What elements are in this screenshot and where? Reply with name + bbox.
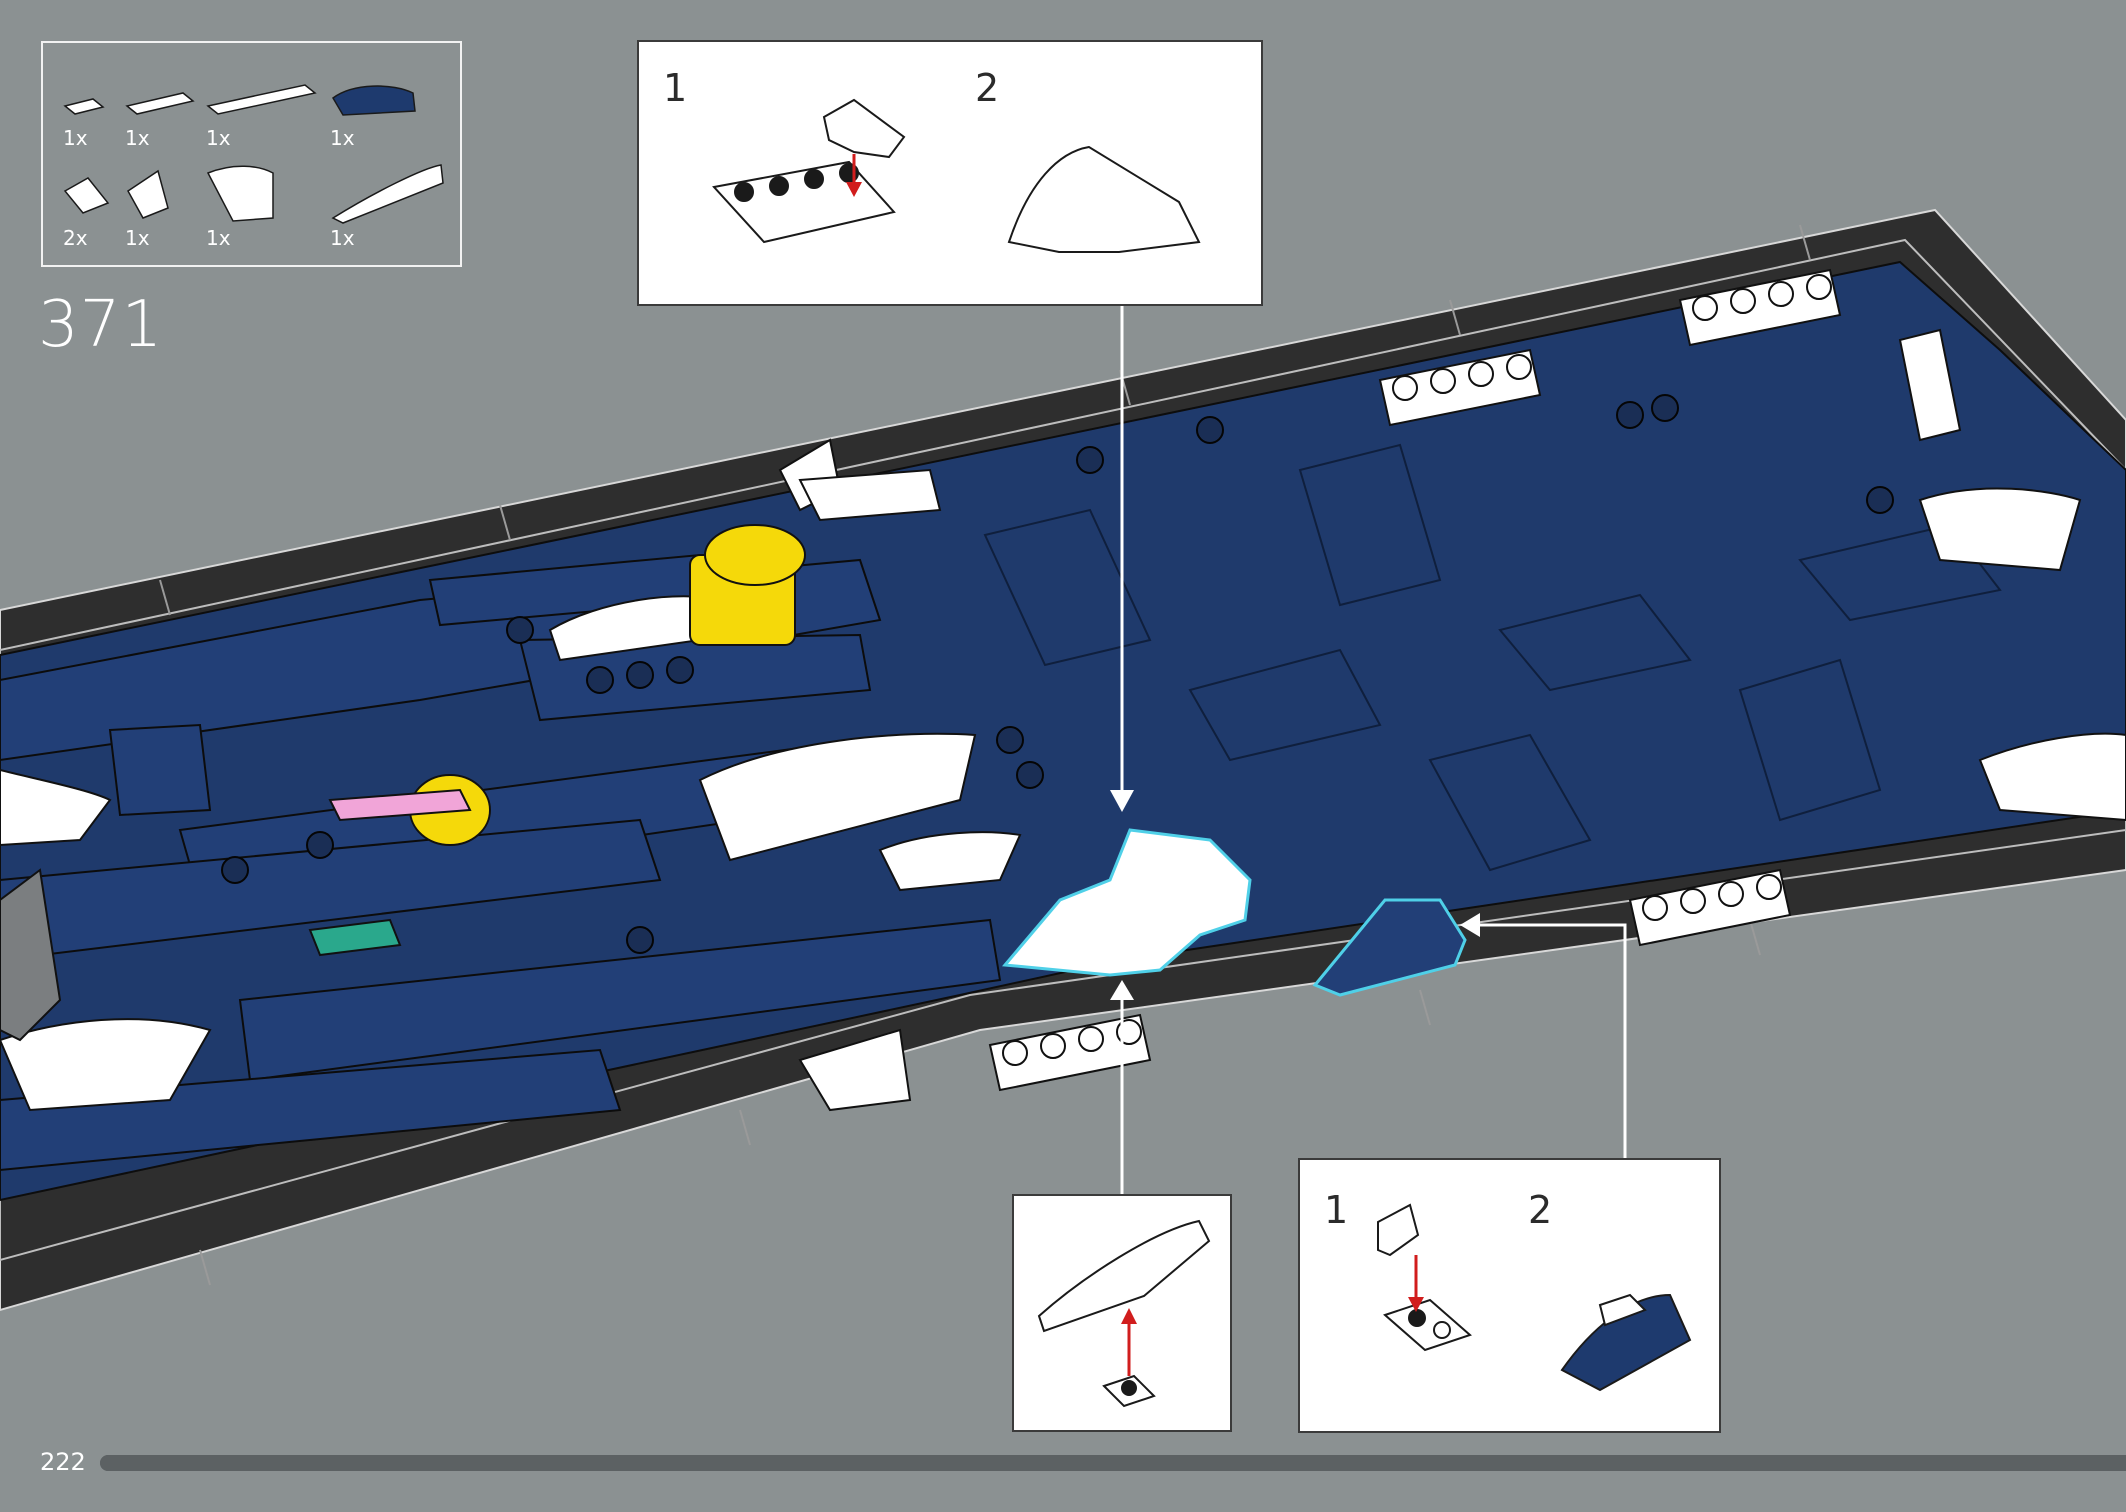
curved-slope-dark-blue-icon: [332, 85, 416, 116]
plate-1x4-drawing: [712, 160, 896, 244]
progress-bar-fill: [100, 1455, 2066, 1471]
callout-bottom-right: 1 2: [1298, 1158, 1721, 1433]
wedge-small-icon-a: [63, 177, 110, 214]
plate-1x4-icon: [206, 84, 317, 115]
red-arrow-head: [1121, 1308, 1137, 1324]
qty-plate-1x2: 1x: [125, 126, 150, 150]
white-plates: [988, 268, 1962, 1092]
callout-bottom-middle: [1012, 1194, 1232, 1432]
dark-studs: [221, 394, 1894, 954]
highlighted-new-parts: [1002, 828, 1467, 997]
progress-bar: [100, 1455, 2126, 1471]
plate-1x2-drawing: [1383, 1298, 1472, 1352]
qty-plate-1x1: 1x: [63, 126, 88, 150]
assembled-wedge-drawing: [1007, 145, 1201, 253]
curved-slope-drawing: [1037, 1219, 1211, 1333]
teal-plate: [308, 918, 402, 957]
curved-slope-long-icon: [331, 164, 444, 224]
parts-list-panel: 1x 1x 1x 1x 2x 1x 1x 1x: [41, 41, 462, 267]
callout-top: 1 2: [637, 40, 1263, 306]
parts-illustrations: [63, 84, 444, 224]
callout-top-step-2: 2: [975, 66, 1000, 110]
pink-plate: [328, 788, 472, 822]
wedge-small-drawing: [1377, 1203, 1420, 1257]
deck-tiles: [983, 443, 2002, 872]
qty-slope-2x2: 1x: [206, 226, 231, 250]
callout-top-illustration: [712, 98, 1201, 253]
qty-wedge-small: 2x: [63, 226, 88, 250]
baseplate-inner-edge: [0, 238, 2126, 1262]
pointer-arrowheads: [1110, 790, 1480, 1000]
qty-plate-1x4: 1x: [206, 126, 231, 150]
qty-wedge-tall: 1x: [125, 226, 150, 250]
white-pieces: [0, 438, 2126, 1112]
curved-slope-2x2-icon: [206, 165, 274, 222]
yellow-round-bricks: [409, 524, 806, 846]
callout-right-illustration: [1377, 1203, 1692, 1392]
plate-1x1-icon: [63, 98, 105, 115]
callout-right-step-2: 2: [1528, 1188, 1553, 1232]
callout-pointers: [1120, 306, 1627, 1195]
red-arrow-head: [846, 182, 862, 197]
wedge-piece-drawing: [822, 98, 906, 159]
grey-shape: [0, 868, 62, 1042]
qty-slope-long: 1x: [330, 226, 355, 250]
red-arrow-head: [1408, 1297, 1424, 1312]
callout-top-step-1: 1: [663, 66, 688, 110]
studs: [1002, 274, 1832, 1066]
qty-slope-dark-blue: 1x: [330, 126, 355, 150]
step-number: 371: [38, 288, 164, 362]
wedge-tall-icon: [127, 169, 169, 219]
plate-1x2-icon: [125, 92, 195, 115]
callout-right-step-1: 1: [1324, 1188, 1349, 1232]
page-number: 222: [40, 1448, 86, 1476]
callout-middle-illustration: [1037, 1219, 1211, 1408]
